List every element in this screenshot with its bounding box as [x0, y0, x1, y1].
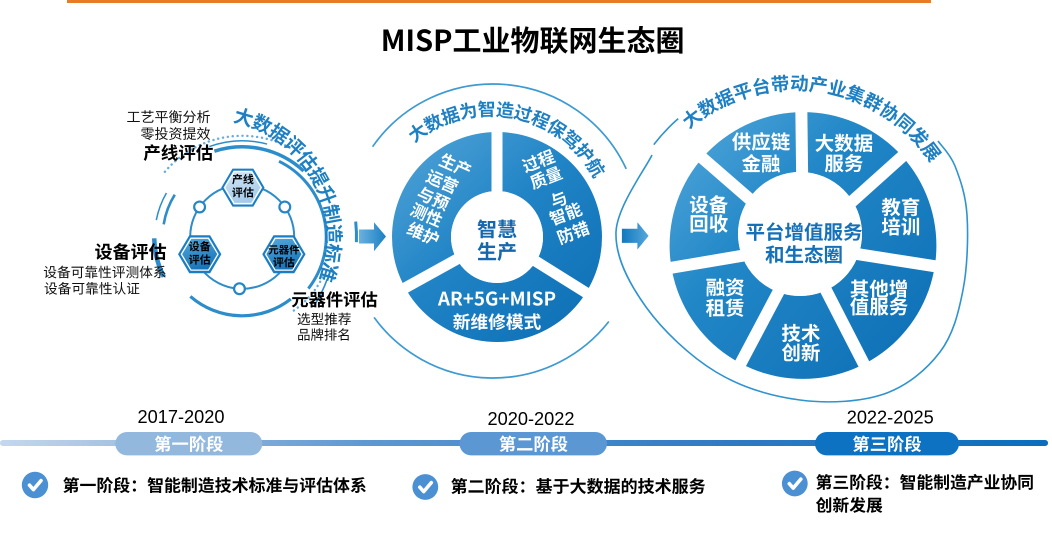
svg-text:2020-2022: 2020-2022 [488, 409, 575, 429]
svg-text:2022-2025: 2022-2025 [847, 407, 934, 427]
svg-text:2017-2020: 2017-2020 [138, 407, 225, 427]
